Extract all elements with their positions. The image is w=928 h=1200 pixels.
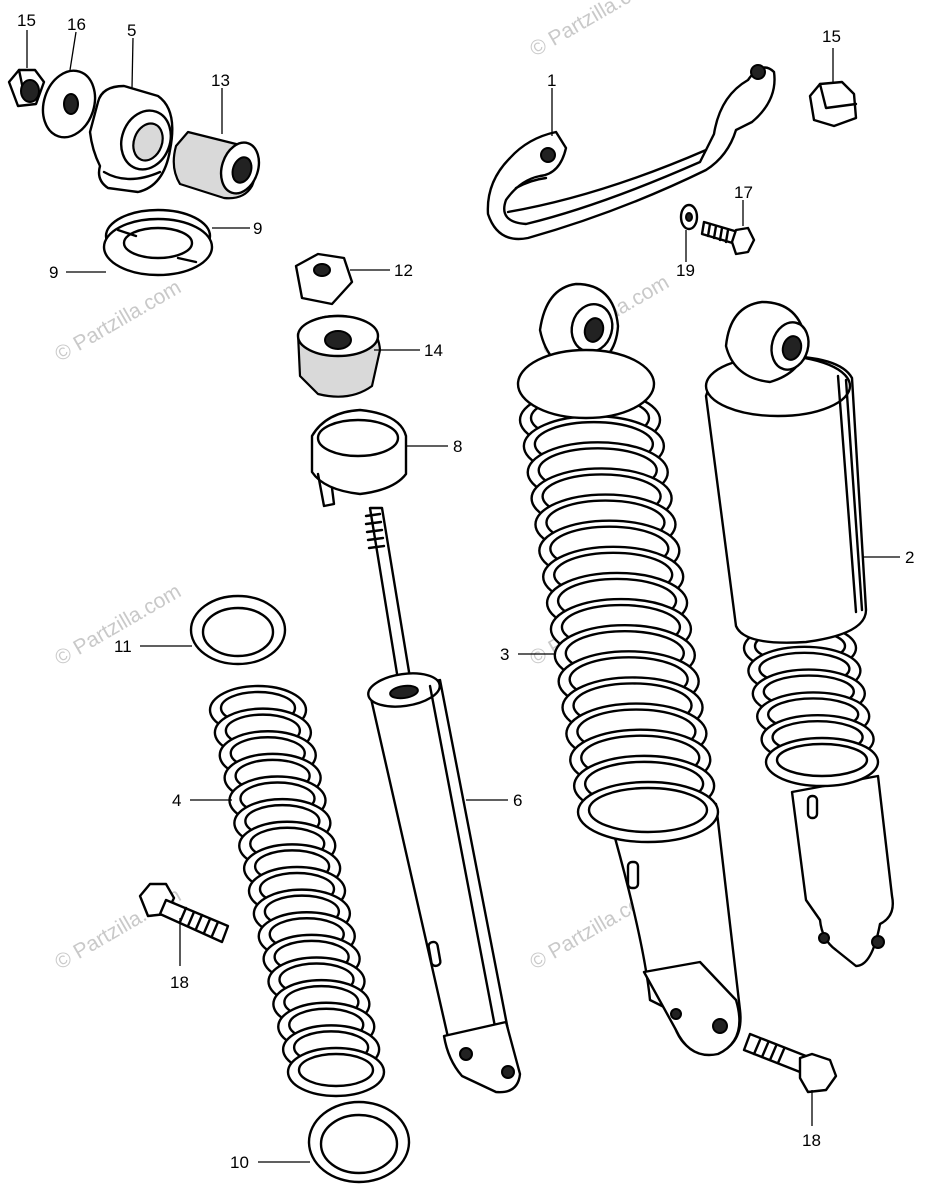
callout-9: 9 <box>49 263 58 282</box>
nut-15-left[interactable] <box>7 68 46 108</box>
watermark: © Partzilla.com <box>526 0 660 61</box>
watermark: © Partzilla.com <box>51 276 185 367</box>
spring-coils-3 <box>518 388 720 844</box>
callout-17: 17 <box>734 183 753 202</box>
spring-4[interactable] <box>208 684 386 1098</box>
eye-joint-5[interactable] <box>88 84 179 194</box>
shock-absorber-3[interactable] <box>516 282 742 1057</box>
coil <box>764 736 880 788</box>
coil-inner <box>775 742 869 778</box>
spring-coils-2 <box>742 622 880 788</box>
callout-18: 18 <box>170 973 189 992</box>
callout-9: 9 <box>253 219 262 238</box>
watermark: © Partzilla.com <box>51 580 185 671</box>
callout-4: 4 <box>172 791 181 810</box>
callout-5: 5 <box>127 21 136 40</box>
ring-10[interactable] <box>307 1100 411 1184</box>
leader-lines <box>26 30 900 1163</box>
cap-nut-15-right[interactable] <box>808 80 858 128</box>
bolt-17[interactable] <box>700 220 756 256</box>
callout-2: 2 <box>905 548 914 567</box>
bolt-18-left[interactable] <box>138 882 230 944</box>
callout-13: 13 <box>211 71 230 90</box>
coil-inner <box>587 786 709 834</box>
nut-12[interactable] <box>294 252 354 306</box>
callout-15: 15 <box>822 27 841 46</box>
bracket-1[interactable] <box>486 64 776 241</box>
callout-6: 6 <box>513 791 522 810</box>
bushing-13[interactable] <box>172 130 265 200</box>
washer-16[interactable] <box>35 64 104 144</box>
callout-3: 3 <box>500 645 509 664</box>
bolt-18-right[interactable] <box>742 1032 838 1094</box>
callout-16: 16 <box>67 15 86 34</box>
coil-inner <box>297 1052 375 1088</box>
stopper-ring-9[interactable] <box>102 208 214 277</box>
washer-19[interactable] <box>679 203 699 231</box>
callout-19: 19 <box>676 261 695 280</box>
callout-15: 15 <box>17 11 36 30</box>
callout-10: 10 <box>230 1153 249 1172</box>
callout-1: 1 <box>547 71 556 90</box>
coil <box>286 1046 386 1098</box>
callout-8: 8 <box>453 437 462 456</box>
rubber-bushing-14[interactable] <box>296 314 382 398</box>
callout-11: 11 <box>114 637 132 656</box>
shock-absorber-2[interactable] <box>704 300 894 968</box>
callout-numbers: 15 16 5 13 9 9 1 15 17 19 12 14 8 2 11 3… <box>17 11 914 1172</box>
ring-11[interactable] <box>189 594 287 666</box>
callout-18: 18 <box>802 1131 821 1150</box>
spring-seat-8[interactable] <box>310 408 408 508</box>
damper-6[interactable] <box>364 506 522 1094</box>
callout-14: 14 <box>424 341 443 360</box>
callout-12: 12 <box>394 261 413 280</box>
